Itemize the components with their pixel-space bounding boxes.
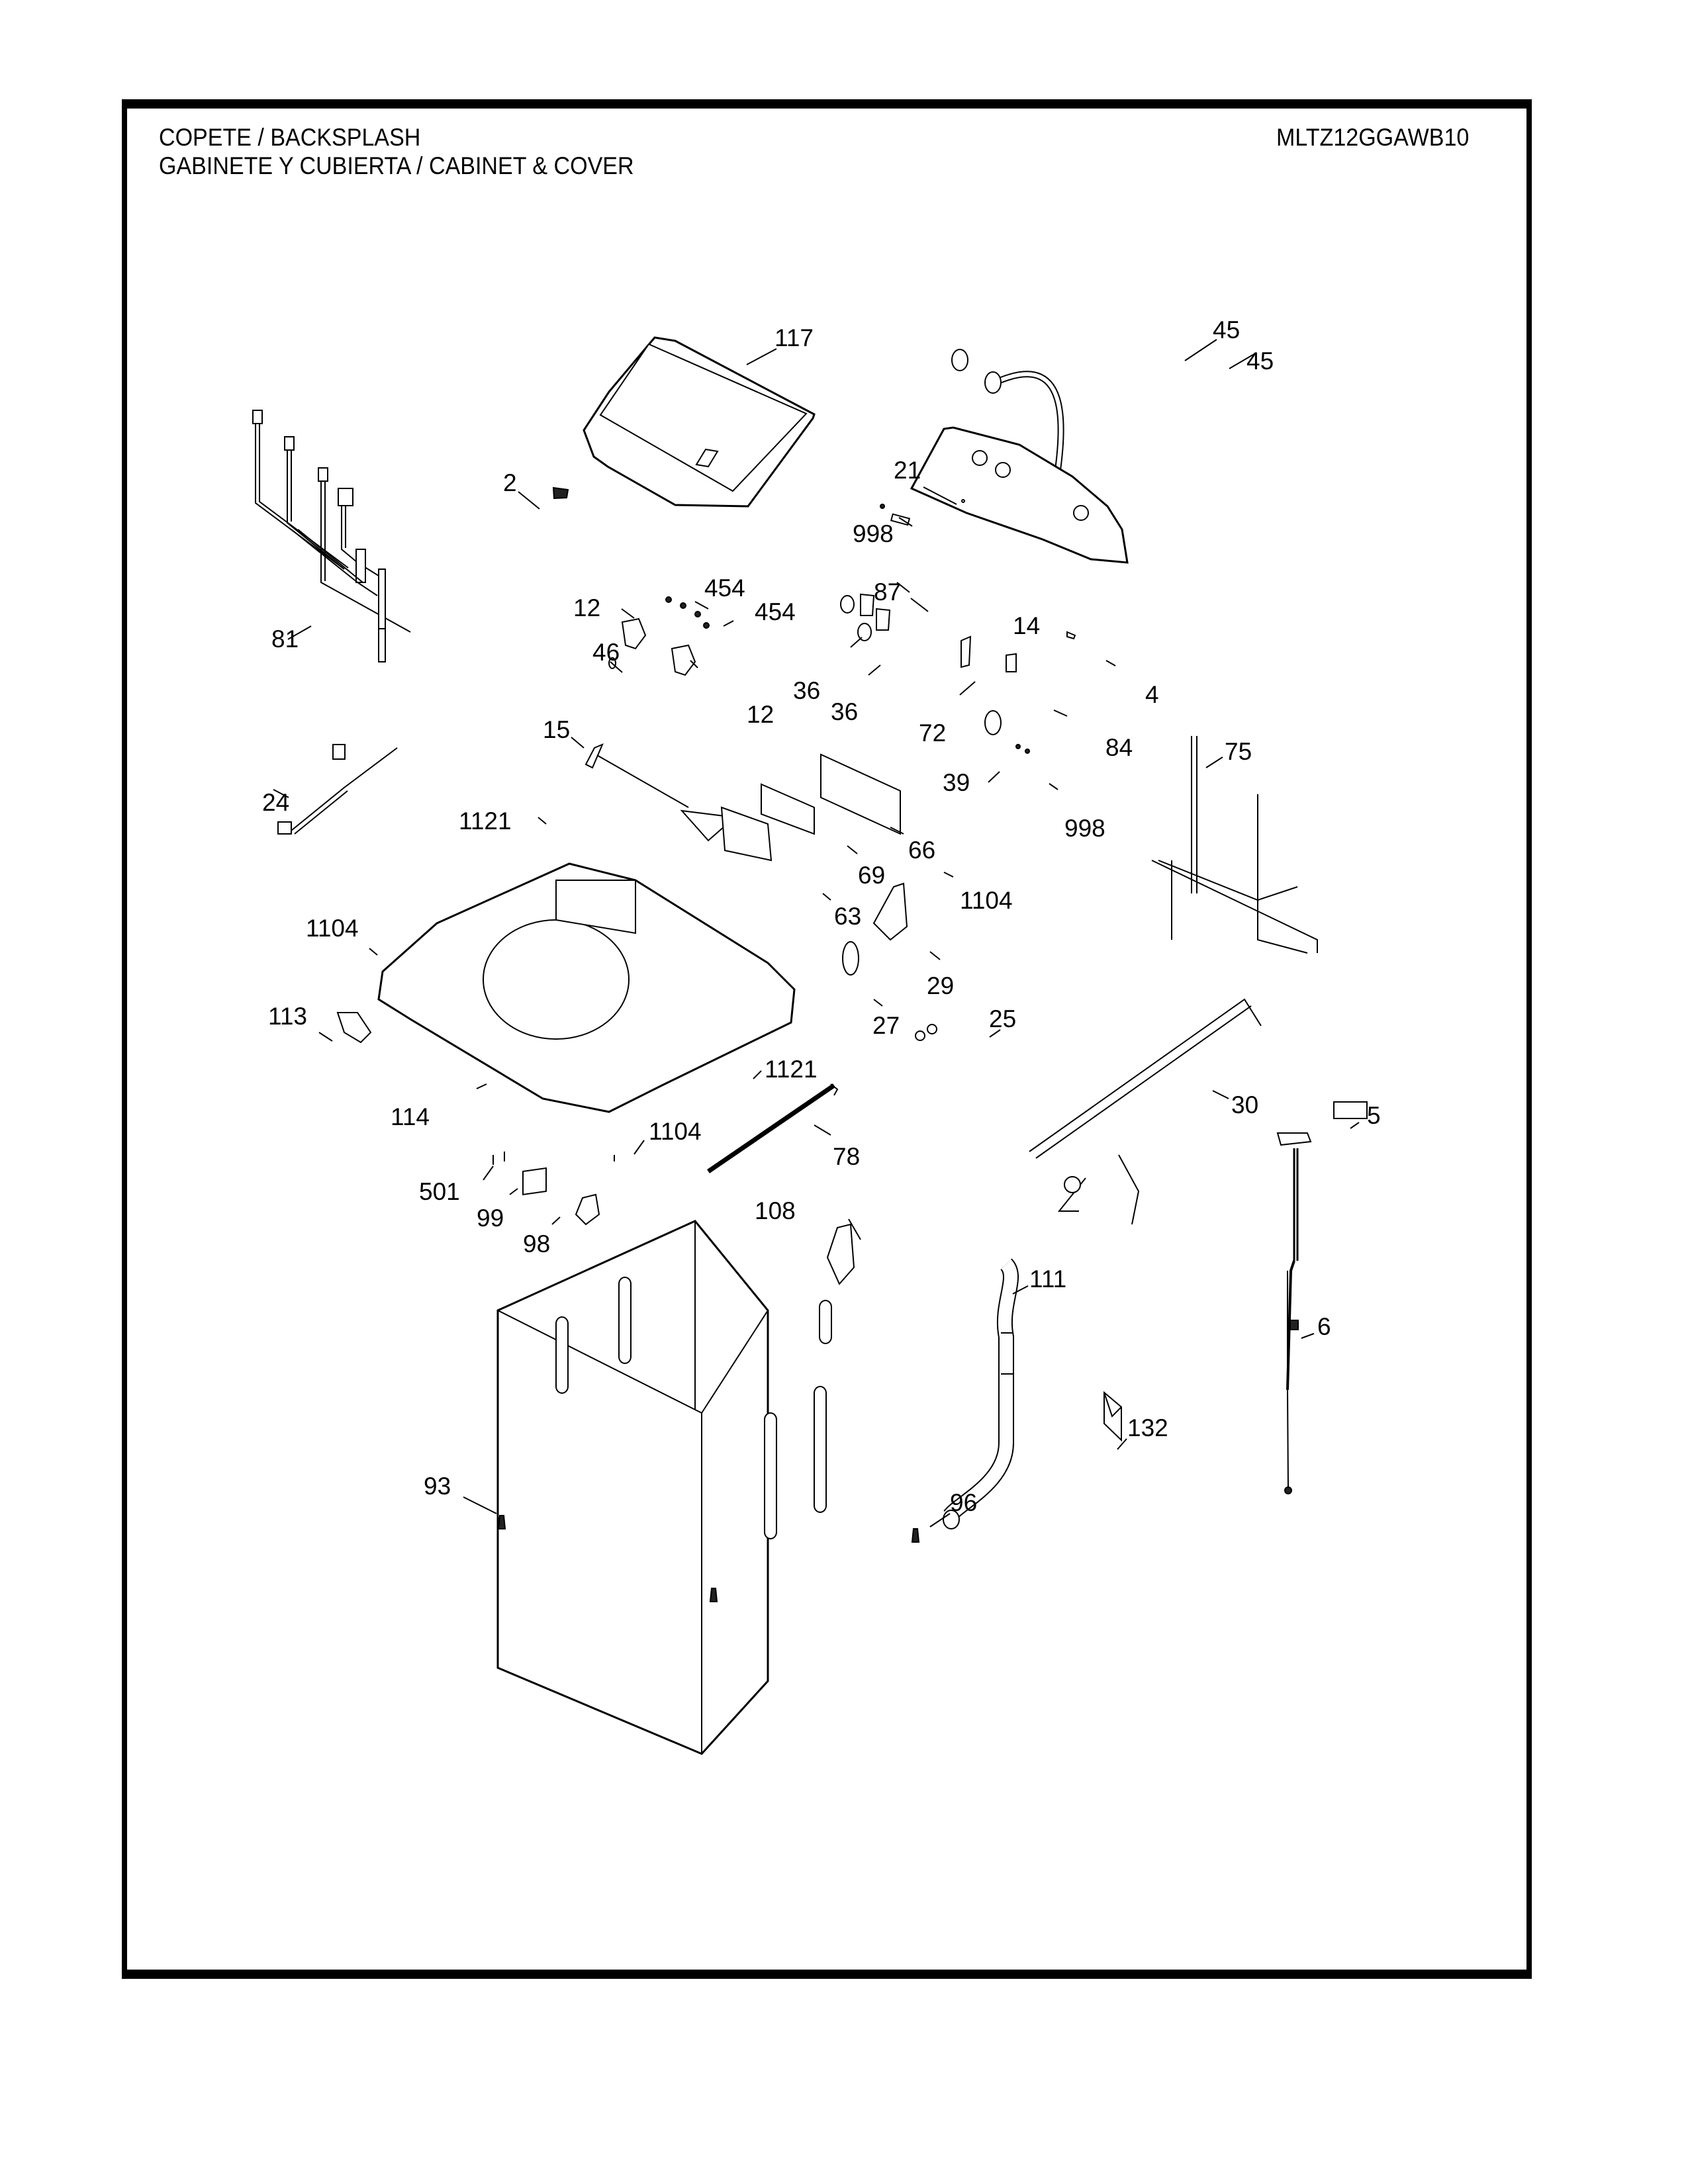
callout-1104a: 1104 (960, 887, 1013, 914)
callout-6: 6 (1317, 1313, 1331, 1340)
part-drawing-connector (1333, 1101, 1368, 1119)
callout-21: 21 (894, 457, 921, 484)
callout-98: 98 (523, 1230, 550, 1257)
callout-36b: 36 (831, 698, 858, 725)
callout-454b: 454 (755, 598, 796, 625)
callout-84: 84 (1105, 734, 1133, 761)
part-drawing-hardware (608, 504, 1076, 754)
callout-69: 69 (858, 862, 885, 889)
callout-87: 87 (874, 578, 901, 606)
callout-12a: 12 (573, 594, 600, 621)
callout-1121a: 1121 (459, 807, 512, 835)
callout-1121b: 1121 (765, 1056, 818, 1083)
model-number: MLTZ12GGAWB10 (1276, 124, 1470, 151)
callout-24: 24 (262, 789, 289, 816)
part-drawing-boards (720, 753, 901, 862)
callout-75: 75 (1225, 738, 1252, 765)
callout-93: 93 (424, 1473, 451, 1500)
part-drawing-literature (1103, 1390, 1122, 1442)
callout-66: 66 (908, 837, 935, 864)
callout-1104b: 1104 (306, 915, 359, 942)
part-drawing-harness-81 (252, 410, 411, 662)
callout-114: 114 (391, 1103, 430, 1130)
callout-15: 15 (543, 716, 570, 743)
callout-5: 5 (1367, 1102, 1381, 1129)
callout-998b: 998 (1064, 815, 1105, 842)
callout-45a: 45 (1213, 316, 1240, 343)
callout-72: 72 (919, 719, 946, 747)
callout-78: 78 (833, 1143, 860, 1170)
callout-99: 99 (477, 1205, 504, 1232)
callout-29: 29 (927, 972, 954, 999)
part-drawing-leveling-legs (497, 1515, 920, 1602)
callout-1104c: 1104 (649, 1118, 702, 1145)
part-drawing-lid (583, 336, 816, 508)
part-drawing-hinge-rod (707, 1083, 839, 1173)
part-drawing-power-cord (1276, 1132, 1312, 1494)
callout-501: 501 (419, 1178, 460, 1205)
callout-14: 14 (1013, 612, 1040, 639)
callout-111: 111 (1029, 1265, 1066, 1293)
callout-96: 96 (950, 1489, 977, 1516)
part-drawing-cabinet (496, 1220, 832, 1755)
callout-labels: 117 2 81 45 45 21 998 454 454 12 87 14 4… (262, 316, 1381, 1516)
callout-12b: 12 (747, 701, 774, 728)
part-drawing-switches (842, 882, 937, 1041)
drawing-frame (122, 99, 1532, 1979)
part-drawing-harness-24 (277, 744, 398, 835)
part-drawing-dispenser (336, 1012, 372, 1044)
callout-36a: 36 (793, 677, 820, 704)
callout-46: 46 (592, 639, 620, 666)
callout-998a: 998 (853, 520, 894, 547)
callout-117: 117 (774, 324, 814, 351)
callout-81: 81 (271, 625, 299, 653)
part-drawing-bracket-108 (826, 1223, 855, 1285)
part-drawing-console (910, 426, 1129, 564)
section-subtitle: GABINETE Y CUBIERTA / CABINET & COVER (159, 152, 634, 179)
callout-63: 63 (834, 903, 861, 930)
callout-108: 108 (755, 1197, 796, 1224)
callout-132: 132 (1127, 1414, 1168, 1441)
callout-454a: 454 (704, 574, 745, 602)
callout-39: 39 (943, 769, 970, 796)
part-drawing-harness-75-30 (1029, 736, 1318, 1225)
callout-25: 25 (989, 1005, 1016, 1032)
callout-27: 27 (872, 1012, 900, 1039)
section-title: COPETE / BACKSPLASH (159, 124, 421, 151)
callout-2: 2 (503, 469, 517, 496)
callout-leaders (273, 339, 1360, 1527)
part-drawing-drain-hose (943, 1258, 1019, 1529)
part-drawing-bumper (552, 486, 569, 500)
callout-113: 113 (268, 1003, 307, 1030)
callout-45b: 45 (1246, 347, 1274, 375)
callout-4: 4 (1145, 681, 1159, 708)
part-drawing-fill-hose (585, 743, 737, 842)
part-drawing-lid-lock (492, 1152, 615, 1226)
callout-30: 30 (1231, 1091, 1258, 1118)
part-drawing-top-cover (377, 862, 796, 1113)
